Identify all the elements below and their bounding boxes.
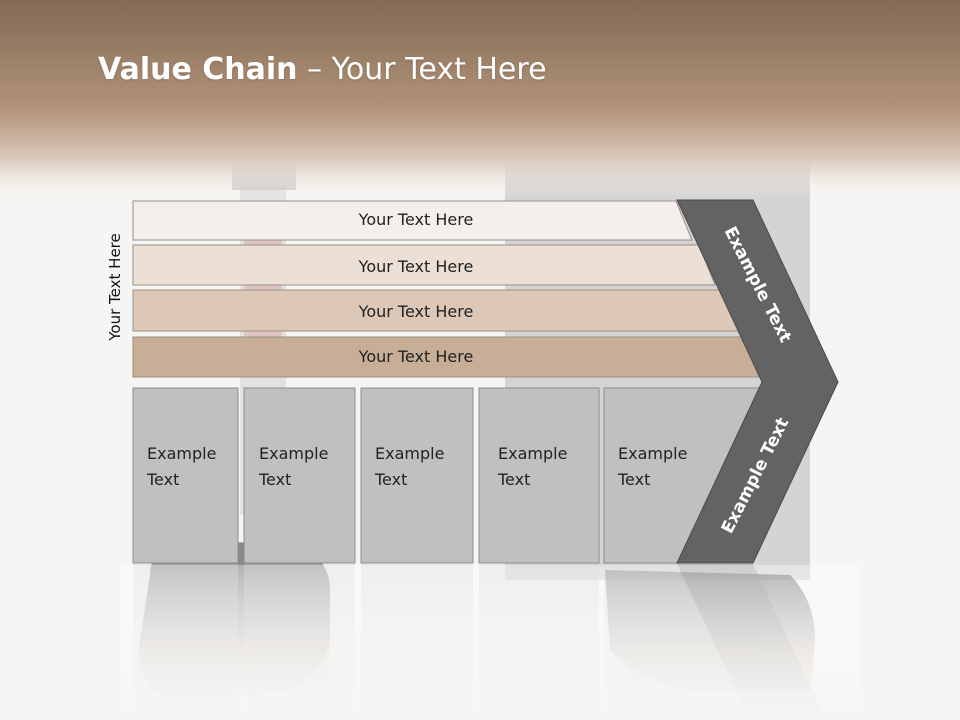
support-row-label: Your Text Here [358, 257, 474, 276]
support-row: Your Text Here [132, 336, 764, 378]
support-row-label: Your Text Here [358, 210, 474, 229]
support-row-bar [132, 244, 716, 286]
primary-column-text-2: Text [146, 470, 179, 489]
title-bold: Value Chain [98, 52, 298, 87]
primary-column-box [360, 387, 474, 564]
primary-column-box [243, 387, 356, 564]
reflection-fade [120, 565, 860, 720]
support-row-label: Your Text Here [358, 347, 474, 366]
support-row-bar [132, 200, 693, 241]
primary-column-text-1: Example [618, 444, 687, 463]
slide-title: Value Chain – Your Text Here [98, 52, 547, 87]
primary-column-text-2: Text [617, 470, 650, 489]
support-row: Your Text Here [132, 289, 740, 332]
primary-column: Example Text [360, 387, 474, 564]
primary-column: Example Text [132, 387, 239, 564]
primary-column-text-1: Example [147, 444, 216, 463]
primary-column-text-1: Example [375, 444, 444, 463]
primary-column-text-2: Text [374, 470, 407, 489]
support-row: Your Text Here [132, 244, 716, 286]
primary-column-text-2: Text [497, 470, 530, 489]
primary-column-text-2: Text [258, 470, 291, 489]
primary-column: Example Text [603, 387, 762, 564]
support-row: Your Text Here [132, 200, 693, 241]
primary-column-text-1: Example [259, 444, 328, 463]
primary-column: Example Text [243, 387, 356, 564]
margin-chevron [676, 199, 839, 564]
primary-column-text-1: Example [498, 444, 567, 463]
primary-column-box [132, 387, 239, 564]
title-rest: – Your Text Here [297, 52, 547, 87]
primary-column: Example Text [478, 387, 600, 564]
primary-column-box [478, 387, 600, 564]
support-row-label: Your Text Here [358, 302, 474, 321]
